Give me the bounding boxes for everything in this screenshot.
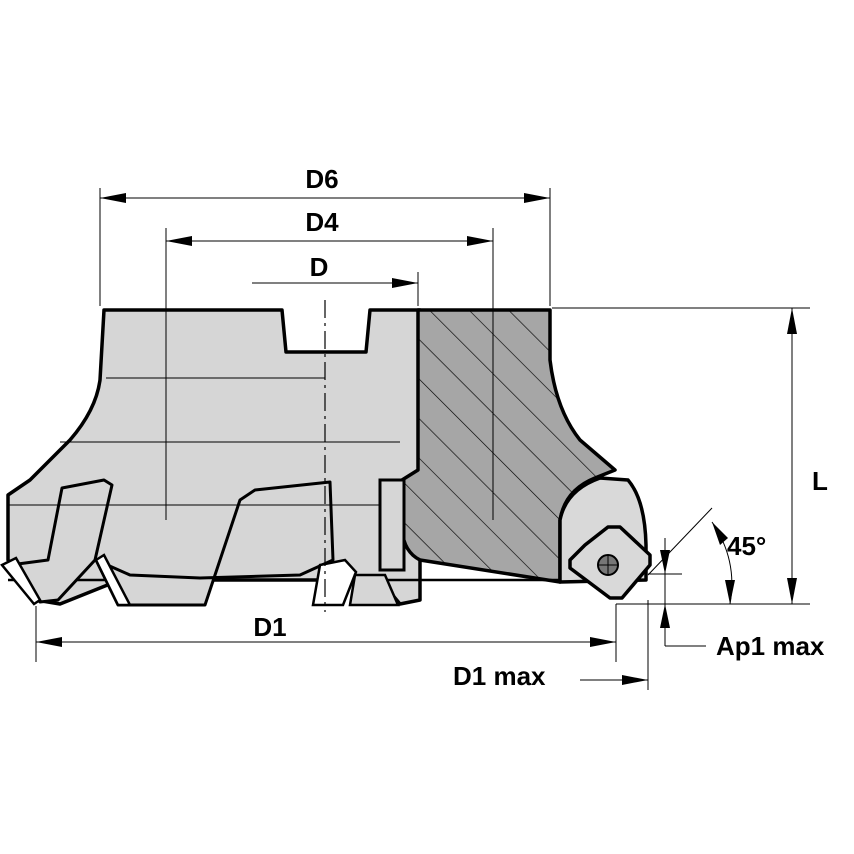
tooth-left: [8, 478, 114, 604]
insert-left: [0, 556, 42, 606]
label-angle: 45°: [727, 531, 766, 561]
label-d4: D4: [305, 207, 339, 237]
tooth-mid-right: [348, 573, 400, 607]
label-l: L: [812, 466, 828, 496]
label-d: D: [310, 252, 329, 282]
tooth-center: [94, 480, 335, 607]
label-d6: D6: [305, 164, 338, 194]
clamp-block: [378, 478, 406, 572]
label-d1-max: D1 max: [453, 661, 546, 691]
label-d1: D1: [253, 612, 286, 642]
insert-mid-right: [311, 558, 358, 607]
insert-center: [94, 553, 133, 607]
label-ap1-max: Ap1 max: [716, 631, 825, 661]
